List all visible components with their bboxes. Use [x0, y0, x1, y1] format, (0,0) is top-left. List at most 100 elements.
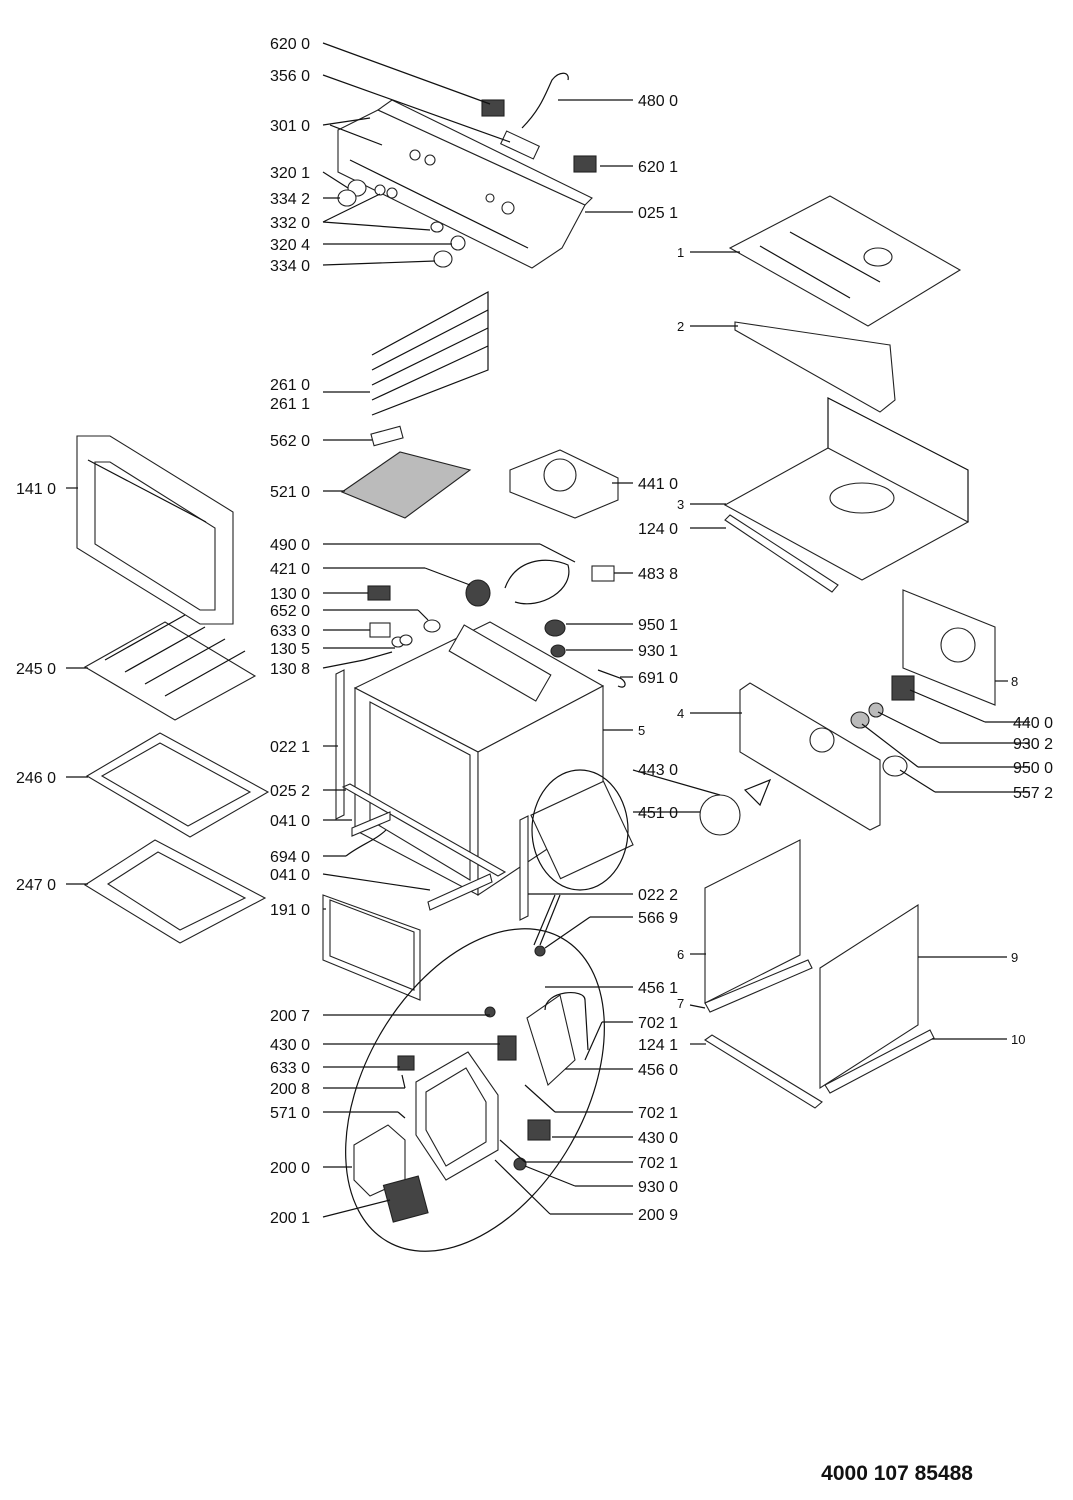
detail-ellipse	[345, 928, 605, 1252]
callout-label: 332 0	[270, 215, 310, 232]
fan-motor	[850, 675, 915, 777]
trim-strip	[341, 783, 507, 877]
callout-label: 334 0	[270, 258, 310, 275]
knobs	[337, 179, 466, 268]
lamp	[370, 425, 404, 447]
callout-label: 483 8	[638, 566, 678, 583]
thermostat	[367, 585, 391, 601]
callout-label: 200 1	[270, 1210, 310, 1227]
callout-label: 562 0	[270, 433, 310, 450]
callout-label: 430 0	[270, 1037, 310, 1054]
selector-switch	[481, 99, 597, 173]
callout-label: 124 1	[638, 1037, 678, 1054]
callout-label: 025 1	[638, 205, 678, 222]
callout-label: 8	[1011, 674, 1018, 689]
oven-back-wall	[739, 682, 881, 831]
callout-label: 702 1	[638, 1155, 678, 1172]
chassis	[723, 447, 970, 581]
side-rail	[704, 959, 813, 1013]
callout-label: 1	[677, 245, 684, 260]
callout-label: 521 0	[270, 484, 310, 501]
callout-label: 7	[677, 996, 684, 1011]
side-panel-right	[819, 903, 919, 1090]
callout-label: 025 2	[270, 783, 310, 800]
callout-label: 421 0	[270, 561, 310, 578]
callout-label: 930 2	[1013, 736, 1053, 753]
callout-label: 200 0	[270, 1160, 310, 1177]
callout-label: 2	[677, 319, 684, 334]
callout-label: 633 0	[270, 623, 310, 640]
capacitor	[465, 579, 491, 607]
callout-label: 191 0	[270, 902, 310, 919]
callout-label: 320 1	[270, 165, 310, 182]
control-board	[340, 451, 472, 519]
callout-label: 3	[677, 497, 684, 512]
callout-label: 930 0	[638, 1179, 678, 1196]
side-rail	[824, 1029, 935, 1094]
callout-label: 440 0	[1013, 715, 1053, 732]
callout-label: 9	[1011, 950, 1018, 965]
callout-label: 443 0	[638, 762, 678, 779]
callout-label: 124 0	[638, 521, 678, 538]
callout-label: 652 0	[270, 603, 310, 620]
control-panel	[337, 99, 593, 269]
callout-label: 694 0	[270, 849, 310, 866]
hinge	[351, 811, 391, 837]
top-cover	[728, 195, 962, 327]
callout-label: 200 7	[270, 1008, 310, 1025]
callout-label: 261 0	[270, 377, 310, 394]
cable	[504, 559, 570, 605]
detail-callout-outline	[531, 769, 629, 891]
callout-label: 950 1	[638, 617, 678, 634]
shelf-support	[371, 290, 489, 416]
callout-label: 691 0	[638, 670, 678, 687]
callout-label: 130 5	[270, 641, 310, 658]
callout-label: 702 1	[638, 1105, 678, 1122]
callout-label: 130 8	[270, 661, 310, 678]
air-duct	[734, 321, 896, 413]
rail	[724, 514, 839, 593]
switch	[369, 622, 391, 638]
callout-label: 456 0	[638, 1062, 678, 1079]
thermal-fuse	[544, 619, 566, 637]
callout-label: 456 1	[638, 980, 678, 997]
steam-module	[530, 780, 634, 880]
oven-door	[76, 435, 234, 625]
leader-lines	[66, 42, 1030, 1218]
callout-label: 451 0	[638, 805, 678, 822]
callout-label: 557 2	[1013, 785, 1053, 802]
heating-element	[699, 794, 741, 836]
callout-label: 245 0	[16, 661, 56, 678]
wiring-harness	[521, 72, 569, 129]
callout-label: 480 0	[638, 93, 678, 110]
callout-label: 022 2	[638, 887, 678, 904]
callout-labels: 620 0 356 0 301 0 320 1 334 2 332 0 320 …	[16, 36, 1053, 1227]
callout-label: 130 0	[270, 586, 310, 603]
callout-label: 950 0	[1013, 760, 1053, 777]
callout-label: 930 1	[638, 643, 678, 660]
callout-label: 320 4	[270, 237, 310, 254]
callout-label: 490 0	[270, 537, 310, 554]
callout-label: 141 0	[16, 481, 56, 498]
callout-label: 200 9	[638, 1207, 678, 1224]
oven-cavity	[353, 621, 605, 897]
cooling-fan	[509, 449, 619, 519]
bulb	[423, 619, 441, 633]
callout-label: 430 0	[638, 1130, 678, 1147]
callout-label: 10	[1011, 1032, 1025, 1047]
callout-label: 246 0	[16, 770, 56, 787]
callout-label: 702 1	[638, 1015, 678, 1032]
trim-strip	[519, 815, 529, 921]
callout-label: 620 1	[638, 159, 678, 176]
side-panel-left	[704, 839, 801, 1004]
callout-label: 566 9	[638, 910, 678, 927]
callout-label: 301 0	[270, 118, 310, 135]
callout-label: 4	[677, 706, 684, 721]
callout-label: 041 0	[270, 813, 310, 830]
callout-label: 5	[638, 723, 645, 738]
callout-label: 041 0	[270, 867, 310, 884]
hinge	[427, 873, 493, 911]
callout-label: 620 0	[270, 36, 310, 53]
callout-label: 334 2	[270, 191, 310, 208]
